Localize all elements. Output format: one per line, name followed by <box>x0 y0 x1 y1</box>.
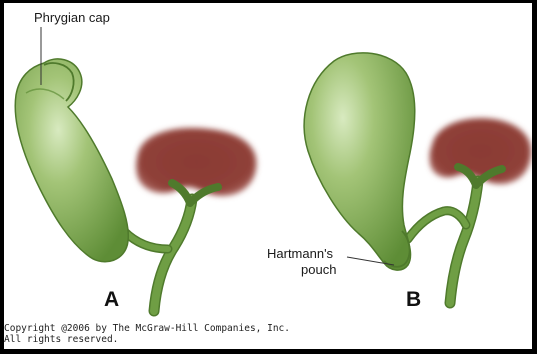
liver-lobe-b <box>430 118 532 184</box>
panel-a-drawing <box>15 27 256 311</box>
gallbladder-b <box>304 53 415 270</box>
copyright-notice: Copyright @2006 by The McGraw-Hill Compa… <box>4 323 290 345</box>
gallbladder-illustration <box>4 3 532 349</box>
copyright-line-2: All rights reserved. <box>4 334 290 345</box>
phrygian-cap-label: Phrygian cap <box>34 10 110 25</box>
panel-label-b: B <box>406 288 421 312</box>
figure-panel: Phrygian cap Hartmann's pouch A B Copyri… <box>4 3 532 349</box>
panel-label-a: A <box>104 288 119 312</box>
liver-lobe-a <box>136 128 256 196</box>
copyright-line-1: Copyright @2006 by The McGraw-Hill Compa… <box>4 323 290 334</box>
hartmanns-pouch-label-line1: Hartmann's <box>267 246 333 261</box>
panel-b-drawing <box>304 53 531 303</box>
hartmanns-pouch-label-line2: pouch <box>301 262 336 277</box>
